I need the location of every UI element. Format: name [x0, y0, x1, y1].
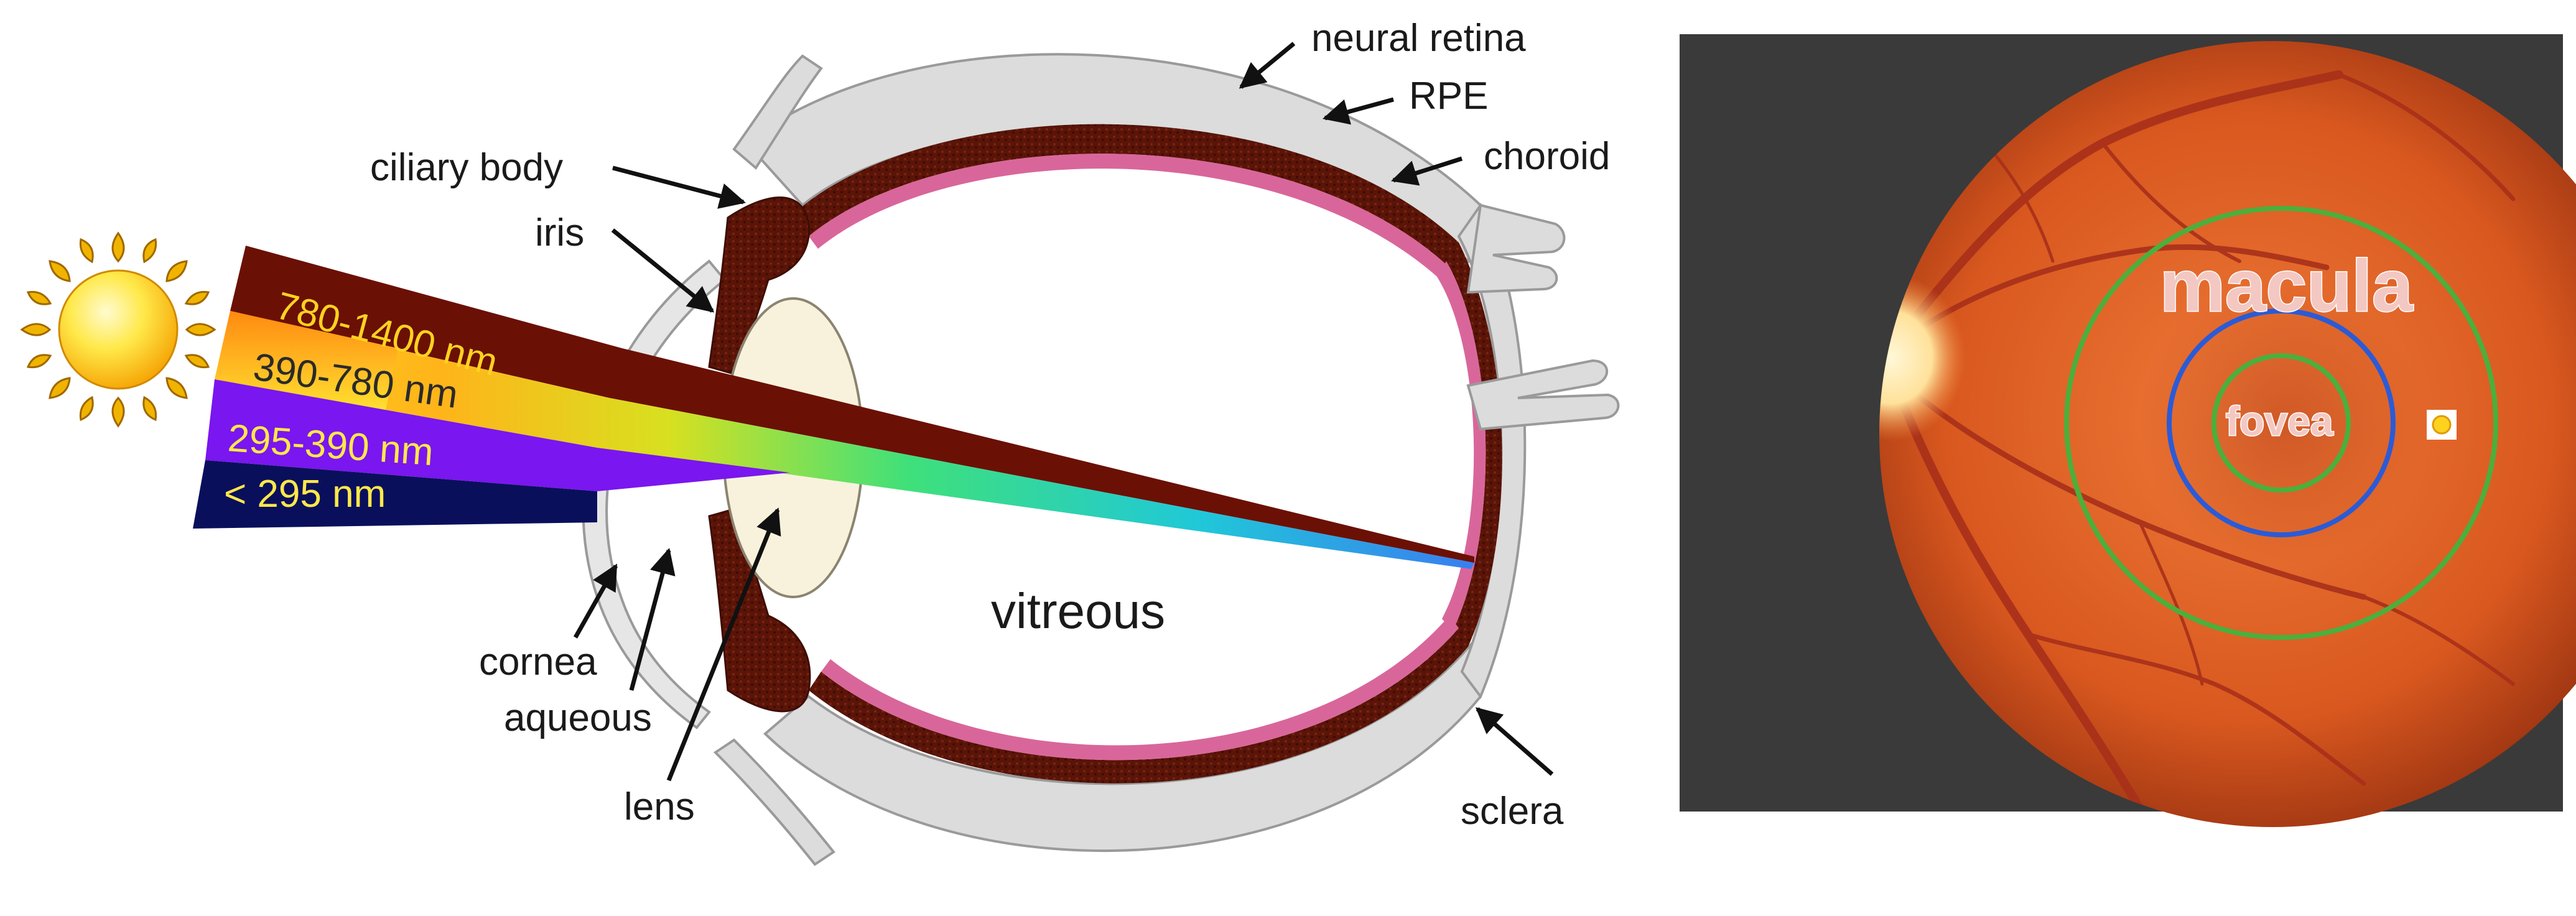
macula-label: macula [2160, 245, 2414, 327]
arrow-ciliary-body [612, 165, 746, 209]
label-choroid: choroid [1484, 135, 1610, 178]
label-iris: iris [535, 211, 584, 254]
retina-layer [809, 154, 1449, 281]
optic-nerve-lower [1466, 359, 1620, 431]
cornea [582, 259, 727, 729]
fundus-photo: macula fovea [1680, 34, 2576, 827]
arrow-iris [611, 228, 715, 313]
band-uvb [193, 460, 597, 529]
fovea-inner-ring [2211, 353, 2351, 493]
arrow-neural-retina [1239, 42, 1296, 89]
fovea-label: fovea [2226, 398, 2334, 444]
arrow-choroid [1390, 156, 1463, 186]
macula-ring [2064, 206, 2498, 640]
choroid-posterior [1446, 243, 1502, 647]
arrow-sclera [1475, 707, 1554, 776]
optic-nerve-upper [1466, 203, 1566, 294]
macula-shade [2138, 280, 2424, 566]
band-visible-orange [215, 311, 398, 410]
label-lens: lens [624, 785, 695, 828]
sun-icon [20, 231, 216, 428]
arrow-aqueous [629, 547, 676, 691]
fovea-outer-ring [2167, 308, 2396, 537]
label-rpe: RPE [1409, 75, 1488, 118]
sclera-posterior [1457, 203, 1527, 700]
arrow-cornea [573, 563, 618, 639]
label-neural-retina: neural retina [1311, 17, 1526, 60]
fundus-interior [1879, 70, 2516, 813]
band-infrared [230, 246, 1474, 563]
retina-layer-lower [821, 616, 1459, 761]
iris-lower [708, 509, 811, 713]
band-visible [215, 311, 1474, 569]
label-aqueous: aqueous [504, 696, 652, 739]
arrow-rpe [1322, 97, 1394, 125]
label-ciliary-body: ciliary body [370, 146, 563, 189]
band-uva [205, 379, 790, 491]
choroid-layer [796, 124, 1459, 267]
retina-posterior [1437, 261, 1486, 631]
eye-cross-section: 780-1400 nm 390-780 nm 295-390 nm < 295 … [20, 17, 1620, 866]
iris-upper [708, 197, 810, 374]
optic-disc [1879, 274, 1966, 442]
ciliary-strand-upper [732, 54, 823, 170]
label-vitreous: vitreous [991, 583, 1165, 639]
ciliary-strand-lower [713, 738, 835, 866]
choroid-layer-lower [809, 628, 1468, 784]
small-sun-icon [2427, 410, 2457, 440]
leader-arrows [573, 42, 1554, 782]
blood-vessels [1879, 70, 2516, 813]
arrow-lens [666, 507, 781, 782]
light-bands [193, 246, 1474, 569]
label-cornea: cornea [479, 641, 597, 683]
band-label-uvb: < 295 nm [224, 473, 386, 516]
label-sclera: sclera [1461, 790, 1564, 833]
